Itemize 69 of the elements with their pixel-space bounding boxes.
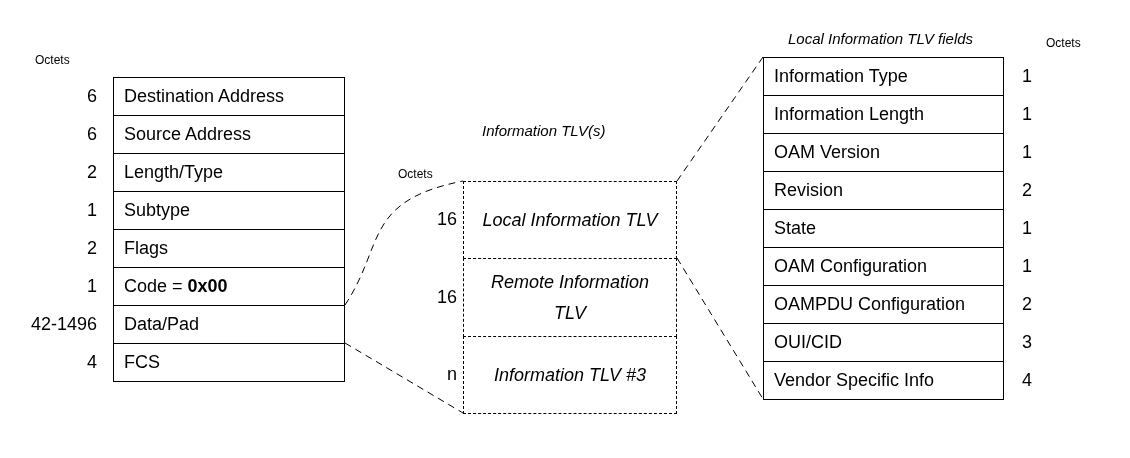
tlv-name: Local Information TLV <box>482 208 658 232</box>
expansion-line <box>676 257 764 400</box>
field-name: OUI/CID <box>774 332 842 353</box>
field-box <box>763 247 1004 286</box>
field-name: OAM Version <box>774 142 881 163</box>
field-name: OAMPDU Configuration <box>774 294 966 315</box>
field-box <box>113 153 345 192</box>
field-name: Information Type <box>774 66 908 87</box>
octet-count: 1 <box>1022 217 1032 239</box>
octet-count: 1 <box>1022 103 1032 125</box>
field-box <box>113 77 345 116</box>
octet-count: 2 <box>1022 179 1032 201</box>
field-name: State <box>774 218 817 239</box>
octet-count: 1 <box>1022 65 1032 87</box>
field-box <box>763 133 1004 172</box>
expansion-line <box>344 180 464 306</box>
field-box <box>763 171 1004 210</box>
field-box <box>763 285 1004 324</box>
field-box <box>113 115 345 154</box>
octet-count: 4 <box>1022 369 1032 391</box>
octet-count: 1 <box>1022 255 1032 277</box>
octet-count: 6 <box>87 123 97 145</box>
octet-count: 2 <box>87 237 97 259</box>
field-box <box>763 209 1004 248</box>
field-box <box>763 57 1004 96</box>
field-name: OAM Configuration <box>774 256 928 277</box>
field-box <box>763 95 1004 134</box>
field-name: Length/Type <box>124 162 224 183</box>
octet-count: 2 <box>1022 293 1032 315</box>
unit-heading: Octets <box>398 167 433 181</box>
field-box <box>113 305 345 344</box>
octet-count: 6 <box>87 85 97 107</box>
field-name: Data/Pad <box>124 314 200 335</box>
unit-heading: Octets <box>1046 36 1081 50</box>
octet-count: 1 <box>87 199 97 221</box>
field-box <box>113 267 345 306</box>
octet-count: 2 <box>87 161 97 183</box>
tlv-name: Information TLV #3 <box>493 363 647 387</box>
field-name: Revision <box>774 180 844 201</box>
octet-count: 4 <box>87 351 97 373</box>
field-name: Information Length <box>774 104 925 125</box>
field-name: Destination Address <box>124 86 285 107</box>
octet-count: 1 <box>87 275 97 297</box>
field-name: FCS <box>124 352 160 373</box>
field-box <box>763 361 1004 400</box>
octet-count: 42-1496 <box>30 313 97 335</box>
field-name: Code = 0x00 <box>124 276 228 297</box>
column-heading: Local Information TLV fields <box>788 30 974 47</box>
field-name: Source Address <box>124 124 252 145</box>
octet-count: n <box>447 364 457 385</box>
column-heading: Information TLV(s) <box>482 122 606 139</box>
tlv-box <box>463 181 677 259</box>
field-box <box>113 343 345 382</box>
field-name: Flags <box>124 238 168 259</box>
expansion-line <box>344 342 464 414</box>
field-box <box>113 229 345 268</box>
field-name: Vendor Specific Info <box>774 370 935 391</box>
field-box <box>763 323 1004 362</box>
tlv-box <box>463 258 677 337</box>
octet-count: 3 <box>1022 331 1032 353</box>
octet-count: 1 <box>1022 141 1032 163</box>
tlv-name: Remote Information TLV <box>489 270 651 325</box>
expansion-line <box>676 56 764 182</box>
octet-count: 16 <box>436 286 457 308</box>
field-box <box>113 191 345 230</box>
field-name: Subtype <box>124 200 191 221</box>
unit-heading: Octets <box>35 53 70 67</box>
octet-count: 16 <box>436 209 457 230</box>
tlv-box <box>463 336 677 414</box>
